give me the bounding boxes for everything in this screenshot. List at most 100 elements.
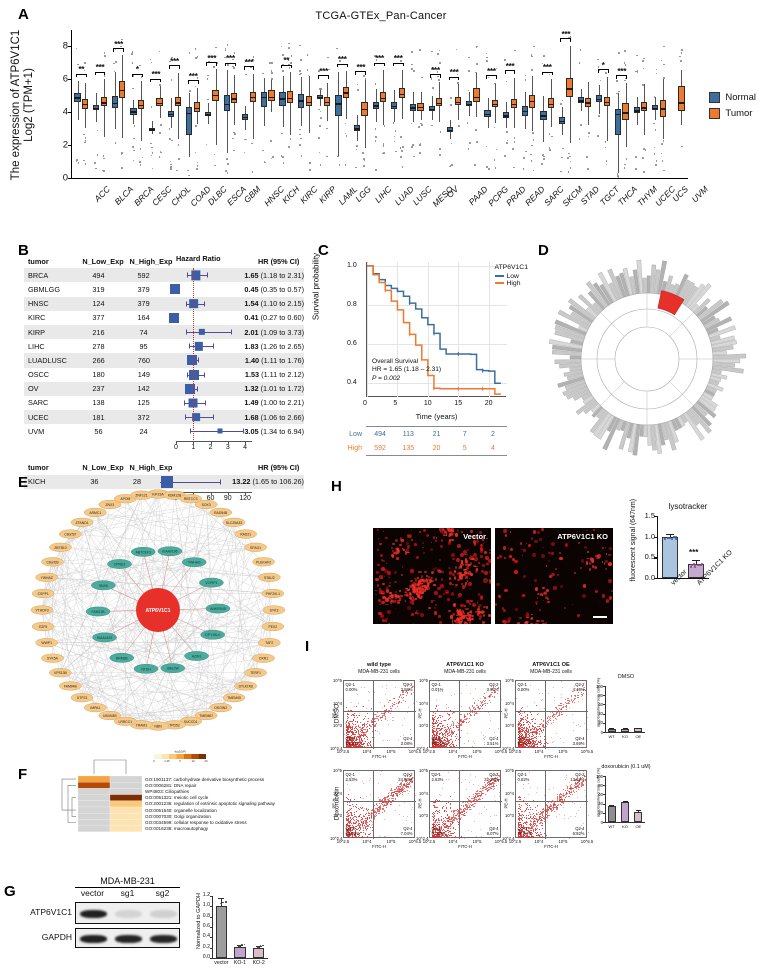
- panel-a-outlier: [299, 144, 301, 146]
- panel-i-event-dot: [379, 733, 380, 734]
- panel-i-event-dot: [346, 707, 347, 708]
- panel-a-outlier: [468, 148, 470, 150]
- panel-i-event-dot: [433, 724, 434, 725]
- panel-i-ytick: 10^3: [502, 723, 514, 728]
- panel-i-event-dot: [447, 744, 448, 745]
- panel-i-event-dot: [482, 711, 483, 712]
- panel-b-cell-tumor: LIHC: [24, 342, 77, 351]
- panel-a-outlier: [207, 78, 209, 80]
- panel-b-cell-hr: 1.65 (1.18 to 2.31): [240, 271, 304, 280]
- panel-i-event-dot: [353, 806, 354, 807]
- panel-b-cell-tumor: KIRP: [24, 328, 77, 337]
- panel-i-event-dot: [374, 692, 375, 693]
- panel-i-event-dot: [374, 725, 375, 726]
- panel-g-datapoint: [238, 945, 240, 947]
- panel-i-event-dot: [545, 719, 546, 720]
- panel-a-outlier: [151, 106, 153, 108]
- panel-i-event-dot: [369, 692, 370, 693]
- panel-a-outlier: [244, 152, 246, 154]
- panel-h-signal-dot: [440, 545, 442, 547]
- panel-h-signal-dot: [456, 573, 457, 574]
- panel-i-event-dot: [448, 742, 449, 743]
- panel-a-outlier: [451, 164, 453, 166]
- panel-h-signal-dot: [539, 538, 542, 541]
- panel-i-event-dot: [553, 687, 554, 688]
- panel-e-outer-node: OXR1: [253, 654, 275, 663]
- panel-i-event-dot: [526, 733, 527, 734]
- panel-b-cell-low: 494: [77, 271, 120, 280]
- panel-h-signal-dot: [412, 598, 415, 601]
- panel-h-signal-dot: [430, 548, 433, 551]
- panel-d-wedge: [644, 425, 647, 437]
- panel-i-event-dot: [542, 711, 543, 712]
- panel-a-sig-bracket: [318, 75, 329, 79]
- panel-a-sig-bracket: [486, 75, 497, 79]
- panel-i-event-dot: [573, 722, 574, 723]
- panel-i-event-dot: [541, 719, 542, 720]
- panel-i-event-dot: [369, 743, 370, 744]
- panel-i-event-dot: [352, 711, 353, 712]
- panel-i-event-dot: [349, 810, 350, 811]
- panel-a-outlier: [495, 167, 497, 169]
- panel-i-event-dot: [448, 735, 449, 736]
- panel-a-group-THYM: ***: [612, 30, 631, 178]
- panel-a-outlier: [189, 52, 191, 54]
- panel-a-outlier: [663, 77, 665, 79]
- panel-i-q23-label: Q2-3 93.33%: [346, 736, 360, 746]
- panel-h-signal-dot: [458, 621, 461, 624]
- panel-b-cell-high: 74: [120, 328, 167, 337]
- panel-i-event-dot: [554, 697, 555, 698]
- panel-b-cell-tumor: KIRC: [24, 313, 77, 322]
- panel-i-event-dot: [532, 721, 533, 722]
- panel-h-signal-dot: [466, 600, 469, 603]
- panel-i-event-dot: [382, 713, 383, 714]
- panel-i-event-dot: [524, 732, 525, 733]
- panel-e-inner-node: YWHAG: [182, 558, 206, 567]
- panel-i-event-dot: [581, 696, 582, 697]
- panel-c-risk-cell: 2: [479, 431, 507, 438]
- panel-b-cell-high: 379: [120, 285, 167, 294]
- panel-g-ytick-mark: [210, 896, 213, 897]
- panel-h-signal-dot: [419, 531, 421, 533]
- panel-h-signal-dot: [542, 587, 545, 590]
- panel-a-xtick-KIRC: KIRC: [298, 184, 319, 205]
- panel-f-heat-cell: [78, 782, 110, 788]
- panel-a-outlier: [336, 48, 338, 50]
- panel-b-ci-cap-high: [231, 330, 232, 335]
- panel-h-signal-dot: [399, 590, 401, 592]
- panel-i-event-dot: [440, 726, 441, 727]
- panel-b-hr-value: 1.83: [244, 342, 258, 351]
- table-row: KIRC3771640.41 (0.27 to 0.60): [24, 311, 304, 325]
- table-row: Low4941132172: [366, 427, 507, 441]
- panel-h-signal-dot: [402, 566, 404, 568]
- panel-a-outlier: [663, 170, 665, 172]
- panel-e-outer-node: E2F5: [32, 622, 54, 631]
- panel-i-event-dot: [536, 736, 537, 737]
- panel-f-heat-cell: [110, 782, 142, 788]
- panel-i-event-dot: [553, 717, 554, 718]
- panel-h-signal-dot: [591, 558, 593, 560]
- panel-h-signal-dot: [454, 570, 456, 573]
- panel-e-outer-node: SOX3: [195, 500, 217, 509]
- panel-i-event-dot: [360, 735, 361, 736]
- panel-h-signal-dot: [605, 547, 607, 549]
- panel-a-outlier: [356, 149, 358, 151]
- panel-h-signal-dot: [533, 530, 537, 534]
- panel-e-outer-node: UBXN3B: [99, 711, 121, 720]
- panel-e-outer-node-label: E2F5: [39, 625, 47, 629]
- panel-h-signal-dot: [429, 579, 432, 582]
- panel-g-blot-box-GAPDH: [75, 928, 180, 948]
- panel-i-event-dot: [351, 819, 352, 820]
- panel-h-signal-dot: [519, 617, 522, 619]
- panel-a-legend-item-normal: Normal: [709, 92, 756, 103]
- panel-a-outlier: [345, 133, 347, 135]
- panel-a-outlier: [543, 55, 545, 57]
- panel-h-signal-dot: [450, 615, 452, 618]
- panel-i-event-dot: [548, 743, 549, 744]
- table-row: HNSC1243791.54 (1.10 to 2.15): [24, 297, 304, 311]
- panel-a-outlier: [83, 160, 85, 162]
- panel-h-signal-dot: [454, 576, 456, 580]
- panel-h-signal-dot: [504, 589, 507, 592]
- panel-i-event-dot: [347, 798, 348, 799]
- panel-i-event-dot: [484, 693, 485, 694]
